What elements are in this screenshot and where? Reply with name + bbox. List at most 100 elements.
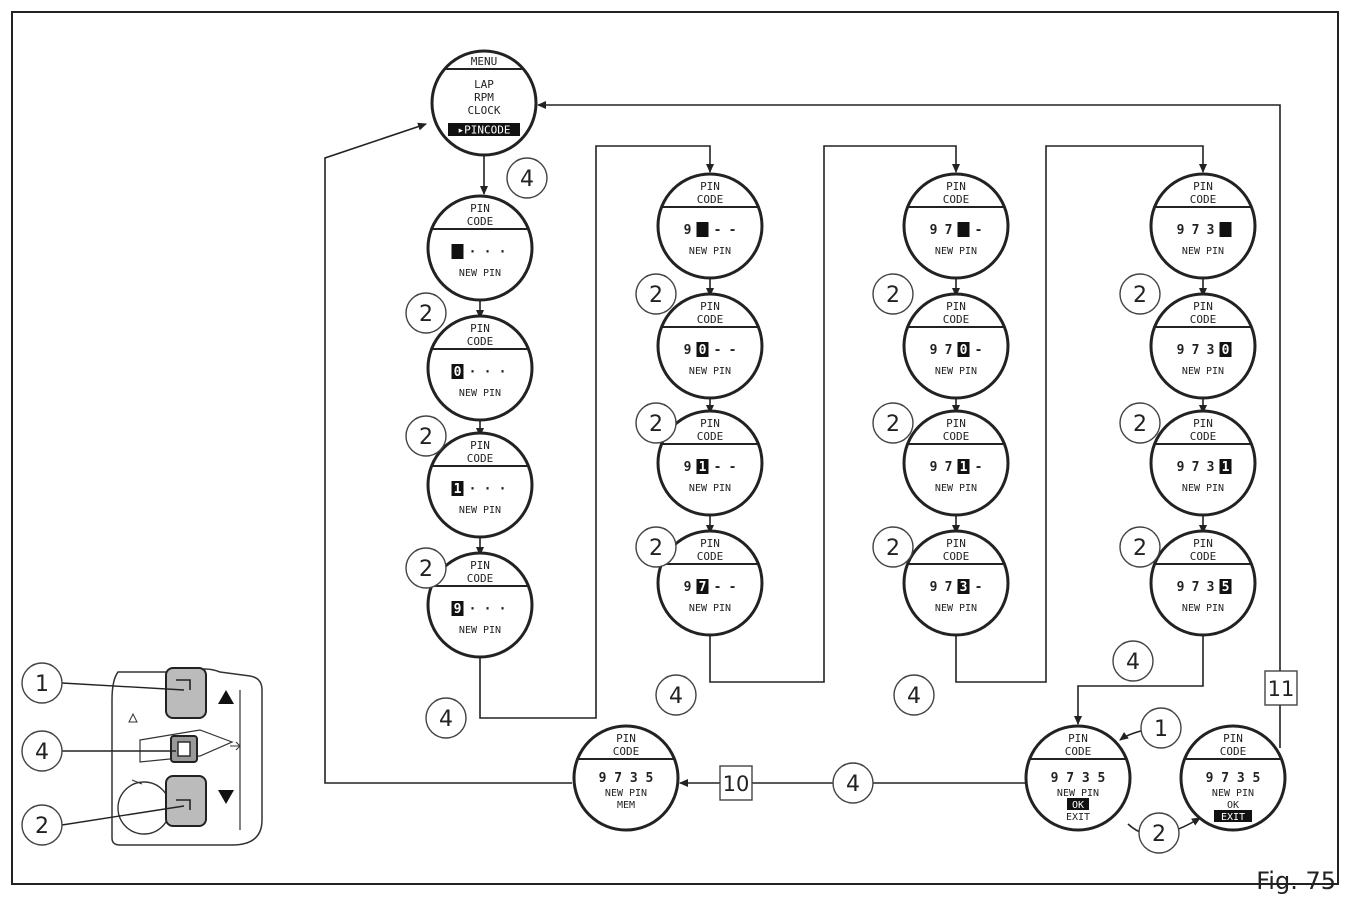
- pin-digit: 9: [930, 580, 938, 595]
- pin-digit-selected: 1: [1222, 460, 1230, 475]
- pin-digit: ·: [469, 482, 477, 497]
- screen-bezel: [572, 724, 680, 832]
- label-number: 4: [669, 684, 683, 709]
- step-label-4: 4: [655, 674, 697, 716]
- button-2: [165, 775, 207, 827]
- button-4-glyph: [177, 741, 191, 757]
- screen-bezel: [1024, 724, 1132, 832]
- screen-header-code: CODE: [697, 193, 724, 206]
- small-triangle-icon: [128, 712, 138, 723]
- screen-header-code: CODE: [613, 745, 640, 758]
- pin-digit-selected: 0: [699, 343, 707, 358]
- option-exit: EXIT: [1066, 812, 1090, 823]
- menu-item-selected: ▸PINCODE: [458, 124, 511, 137]
- pin-code-value: 9 7 3 5: [1206, 771, 1261, 786]
- label-circle: [635, 526, 677, 568]
- new-pin-text: NEW PIN: [935, 603, 977, 614]
- label-circle: [893, 674, 935, 716]
- label-number: 2: [886, 412, 900, 437]
- screen-bezel: [656, 172, 764, 280]
- digit-cursor: [957, 579, 970, 594]
- pin-digit-selected: 1: [454, 482, 462, 497]
- pin-code-value: 9 7 3 5: [599, 771, 654, 786]
- new-pin-text: NEW PIN: [1182, 246, 1224, 257]
- pin-digit: ·: [484, 365, 492, 380]
- pin-digit: 3: [1207, 580, 1215, 595]
- screen-header-pin: PIN: [946, 537, 966, 550]
- pin-digit: 9: [930, 343, 938, 358]
- digit-cursor: [451, 364, 464, 379]
- screen-bezel: [1179, 724, 1287, 832]
- pin-digit: -: [729, 223, 737, 238]
- option-ok-selected: OK: [1072, 800, 1084, 811]
- screen-header-pin: PIN: [700, 300, 720, 313]
- label-number: 2: [649, 412, 663, 437]
- pin-digit: 9: [1177, 223, 1185, 238]
- label-circle: [405, 415, 447, 457]
- new-pin-text: NEW PIN: [689, 366, 731, 377]
- screen-header-code: CODE: [1190, 430, 1217, 443]
- screen-header-pin: PIN: [1193, 300, 1213, 313]
- pin-digit: ·: [469, 245, 477, 260]
- pin-digit: ·: [484, 602, 492, 617]
- digit-cursor: [957, 459, 970, 474]
- screen-bezel: [902, 292, 1010, 400]
- pin-digit: 7: [945, 343, 953, 358]
- digit-cursor: [451, 244, 464, 259]
- label-number: 4: [35, 740, 49, 765]
- screen-header-pin: PIN: [1223, 732, 1243, 745]
- link-exit-to-menu: [537, 101, 1281, 748]
- label-circle: [21, 662, 63, 704]
- menu-item-lap: LAP: [474, 78, 494, 91]
- pin-digit: -: [729, 580, 737, 595]
- pin-digit: 7: [1192, 580, 1200, 595]
- pin-digit: -: [714, 580, 722, 595]
- digit-cursor: [696, 579, 709, 594]
- new-pin-text: NEW PIN: [459, 505, 501, 516]
- link-mem-to-menu: [324, 122, 572, 784]
- screen-bezel: [656, 292, 764, 400]
- digit-cursor: [957, 342, 970, 357]
- screen-header-code: CODE: [943, 193, 970, 206]
- screen-header-pin: PIN: [1193, 180, 1213, 193]
- label-number: 10: [723, 772, 750, 796]
- screen-bezel: [902, 529, 1010, 637]
- pin-digit: 9: [1177, 580, 1185, 595]
- link-col3-col4: [955, 145, 1207, 683]
- screen-header-pin: PIN: [946, 180, 966, 193]
- pin-digit: ·: [469, 602, 477, 617]
- label-number: 2: [1152, 822, 1166, 847]
- label-number: 2: [1133, 536, 1147, 561]
- callout-leader: [61, 682, 185, 691]
- pin-digit: 9: [684, 223, 692, 238]
- label-circle: [405, 547, 447, 589]
- figure-label: Fig. 75: [1256, 867, 1336, 895]
- label-number: 4: [520, 167, 534, 192]
- screen-bezel: [656, 529, 764, 637]
- pin-digit: -: [714, 223, 722, 238]
- pin-digit: ·: [484, 482, 492, 497]
- figure-frame: [11, 11, 1339, 885]
- label-circle: [21, 804, 63, 846]
- step-label-10: 10: [719, 765, 753, 801]
- screen-header-code: CODE: [1190, 550, 1217, 563]
- step-label-2: 2: [1119, 526, 1161, 568]
- pin-digit: -: [975, 223, 983, 238]
- keypad-label-2: 2: [21, 804, 63, 846]
- label-circle: [1119, 526, 1161, 568]
- screen-bezel: [426, 194, 534, 302]
- pin-digit-selected: 5: [1222, 580, 1230, 595]
- label-circle: [635, 402, 677, 444]
- pin-digit: ·: [499, 245, 507, 260]
- screen-bezel: [1149, 529, 1257, 637]
- pin-digit: 9: [1177, 343, 1185, 358]
- label-number: 1: [1154, 717, 1168, 742]
